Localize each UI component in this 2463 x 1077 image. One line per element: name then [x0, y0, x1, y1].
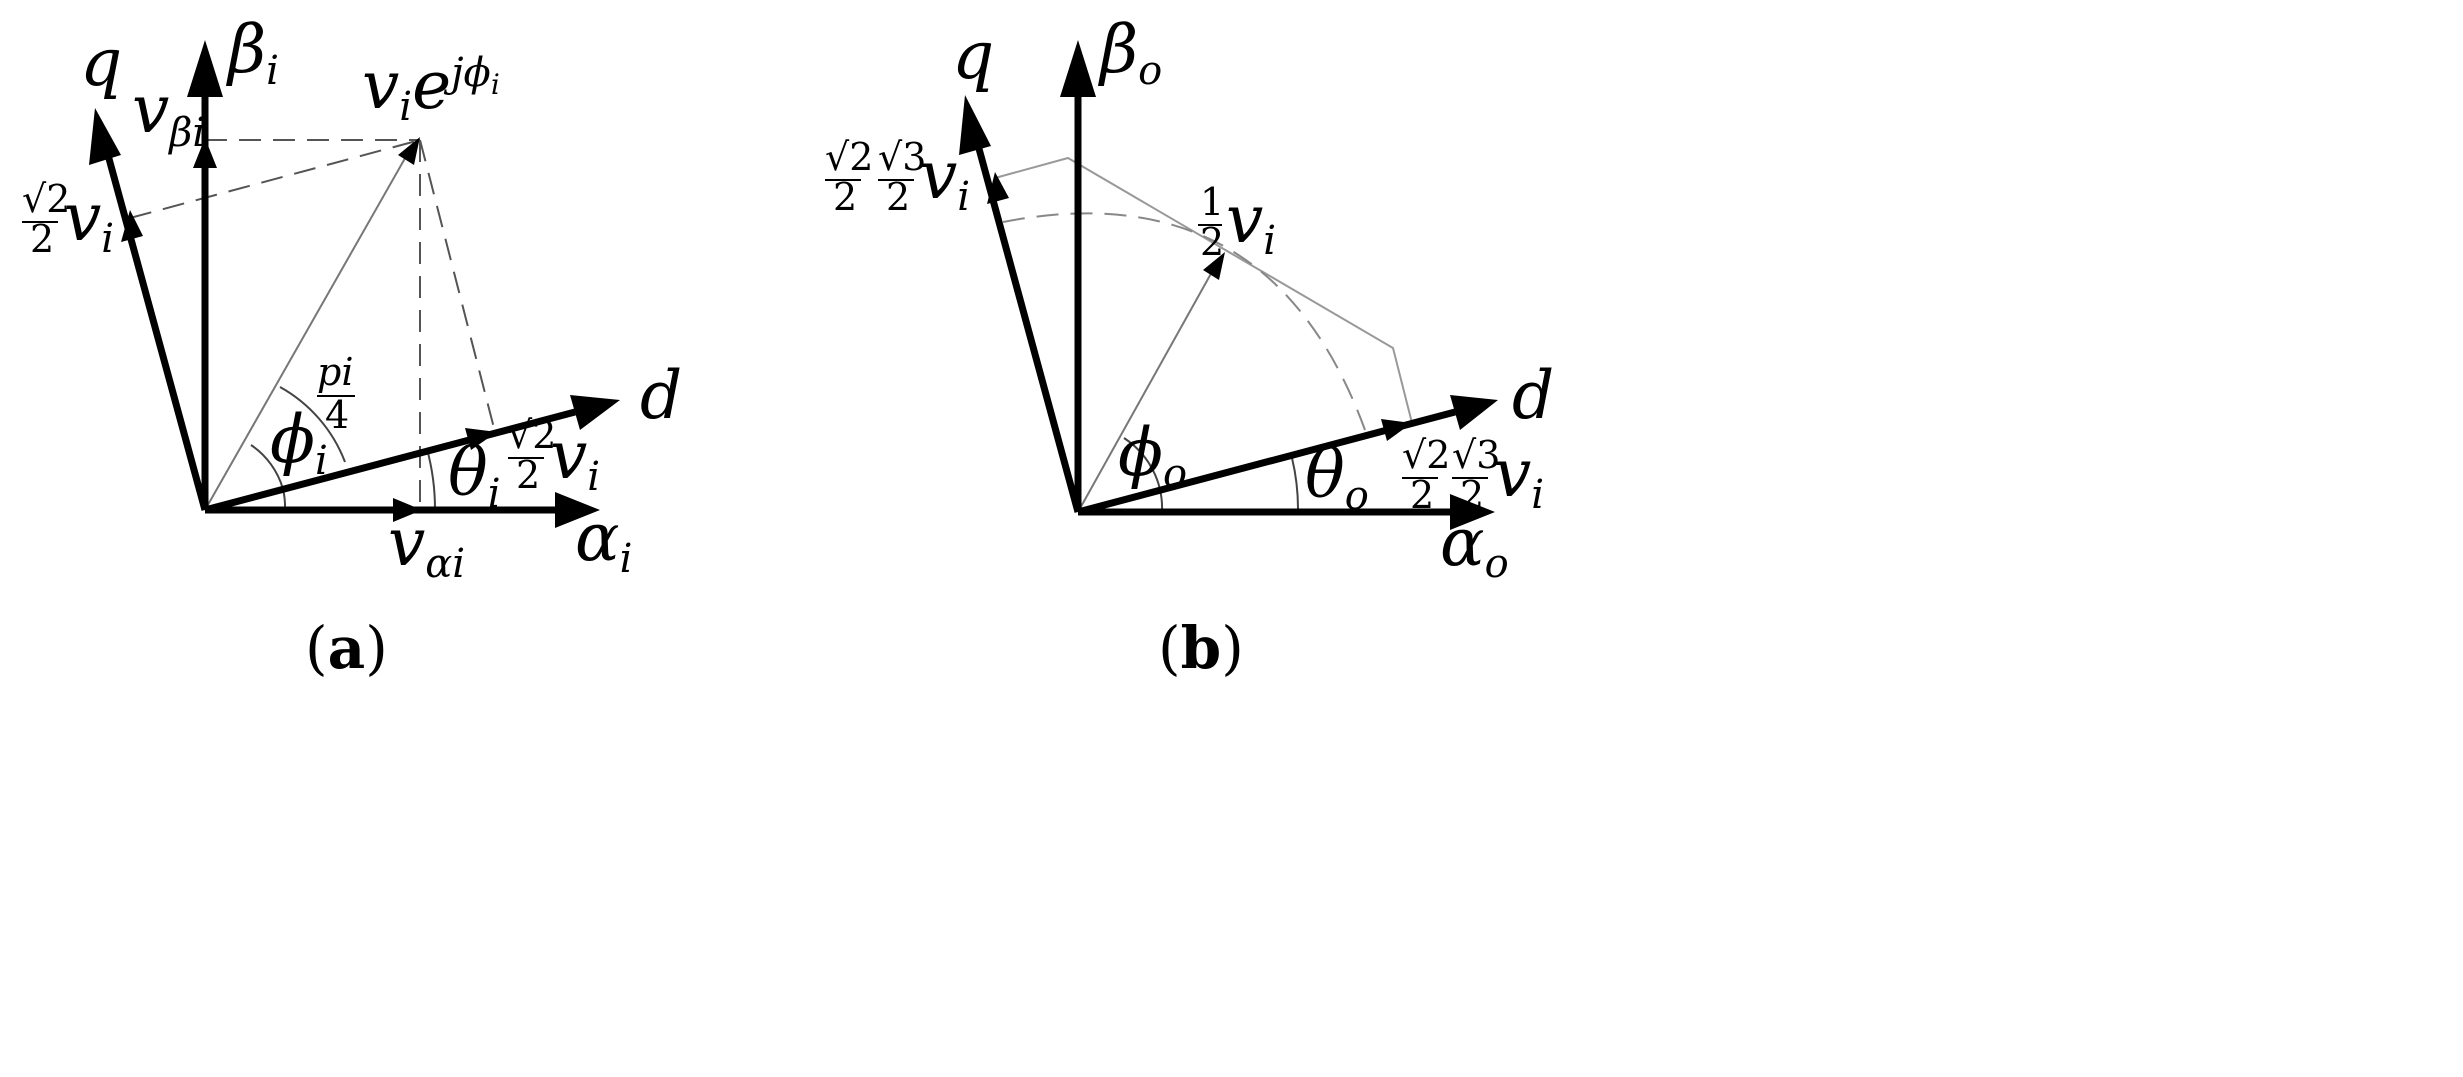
d-component-label-a: √2 2 vi	[508, 413, 600, 500]
beta-axis-label-b: βo	[1097, 11, 1162, 94]
alpha-axis-label-a: αi	[575, 499, 632, 582]
svg-text:vi: vi	[64, 179, 114, 262]
v-alpha-label: vαi	[388, 504, 465, 587]
vector-label-a: viejϕi	[362, 47, 500, 130]
d-component-label-b: √2 2 √3 2 vi	[1402, 433, 1544, 518]
v-beta-label: vβi	[132, 71, 205, 156]
phi-arc-b	[1123, 437, 1164, 513]
svg-text:2: 2	[833, 175, 857, 219]
theta-label-b: θo	[1305, 436, 1369, 519]
svg-text:pi: pi	[317, 350, 353, 394]
q-component-label-a: √2 2 vi	[22, 177, 114, 262]
beta-axis-arrow-a	[187, 40, 223, 97]
theta-label-a: θi	[448, 434, 501, 517]
vector-arrowhead-a	[398, 137, 420, 165]
dashed-circle-b	[1002, 212, 1366, 431]
panel-a: q βi vβi viejϕi √2 2 vi pi 4 ϕi θi √2 2 …	[22, 11, 682, 682]
q-component-marker-b	[987, 172, 1009, 204]
q-axis-label-b: q	[952, 17, 994, 94]
vector-line-a	[204, 152, 409, 511]
q-component-marker-a	[121, 210, 143, 242]
dash-d-projection	[419, 139, 496, 433]
beta-axis-arrow-b	[1060, 40, 1096, 97]
beta-axis-label-a: βi	[225, 11, 279, 94]
theta-arc	[426, 448, 437, 511]
q-axis-a	[104, 154, 209, 511]
q-component-label-b: √2 2 √3 2 vi	[825, 135, 970, 220]
svg-text:2: 2	[886, 175, 910, 219]
theta-arc-b	[1291, 457, 1300, 513]
caption-b: (b)	[1158, 614, 1244, 682]
caption-a: (a)	[305, 614, 388, 682]
valpha-marker	[393, 498, 422, 522]
svg-text:√3: √3	[878, 135, 926, 179]
svg-text:√2: √2	[1402, 433, 1450, 477]
vbeta-marker	[193, 138, 217, 168]
svg-text:1: 1	[1200, 180, 1224, 224]
half-label-b: 1 2 vi	[1198, 180, 1276, 264]
svg-text:2: 2	[1200, 220, 1224, 264]
q-axis-b	[974, 144, 1082, 513]
alpha-axis-arrow-b	[1450, 494, 1495, 530]
construction-lines-a	[129, 139, 496, 510]
svg-text:√3: √3	[1452, 433, 1500, 477]
svg-text:√2: √2	[22, 177, 70, 221]
svg-text:√2: √2	[825, 135, 873, 179]
alpha-axis-arrow-a	[555, 492, 600, 528]
pi4-arc	[279, 386, 346, 463]
q-axis-arrow-b	[959, 95, 991, 155]
svg-text:vi: vi	[1494, 435, 1544, 518]
pi4-label: pi 4	[317, 350, 355, 437]
phi-arc	[250, 444, 284, 490]
svg-text:vi: vi	[920, 137, 970, 220]
d-axis-label-b: d	[1512, 357, 1554, 434]
d-axis-arrow-b	[1450, 395, 1498, 430]
panel-b: q βo √2 2 √3 2 vi 1 2 vi ϕo θo √2 2 √3 2…	[825, 11, 1554, 682]
q-axis-arrow-a	[89, 108, 121, 165]
svg-text:4: 4	[325, 393, 349, 437]
svg-text:2: 2	[1410, 473, 1434, 517]
svg-text:vi: vi	[1226, 181, 1276, 264]
d-axis-label-a: d	[640, 357, 682, 434]
phi-label-b: ϕo	[1118, 414, 1187, 497]
svg-text:√2: √2	[508, 413, 556, 457]
d-component-marker-b	[1381, 419, 1412, 441]
svg-text:vi: vi	[550, 417, 600, 500]
svg-text:2: 2	[30, 217, 54, 261]
outline-b	[994, 156, 1413, 424]
svg-text:2: 2	[1460, 473, 1484, 517]
phi-label-a: ϕi	[270, 401, 328, 484]
vector-arrowhead-b	[1203, 252, 1225, 280]
vector-line-b	[1077, 269, 1214, 513]
dash-q-projection	[129, 139, 421, 219]
q-axis-label-a: q	[80, 24, 122, 101]
svg-text:2: 2	[516, 453, 540, 497]
alpha-axis-label-b: αo	[1440, 504, 1509, 587]
d-axis-arrow-a	[570, 395, 620, 430]
d-component-marker-a	[465, 428, 497, 450]
d-axis-a	[204, 408, 576, 514]
